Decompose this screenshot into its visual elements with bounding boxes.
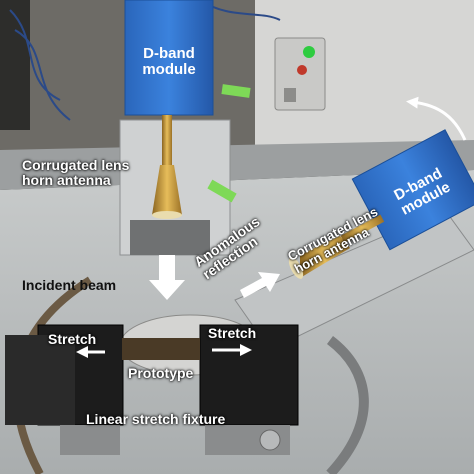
green-button-icon	[303, 46, 315, 58]
reflection-arrow-icon	[240, 272, 280, 298]
micrometer-knob-icon	[259, 429, 281, 451]
horn-left-line1: Corrugated lens	[22, 157, 130, 173]
table-edge	[0, 140, 474, 190]
horn-left-label: Corrugated lens horn antenna	[22, 158, 129, 187]
horn-antenna-right-icon	[300, 236, 350, 278]
fixture-label: Linear stretch fixture	[86, 411, 226, 427]
prototype-sample	[122, 338, 200, 360]
incident-beam-label: Incident beam	[22, 277, 117, 293]
fixture-left-plate	[5, 335, 75, 425]
module-left-line2: module	[142, 60, 196, 78]
horn-right-waveguide	[340, 214, 385, 243]
d-band-module-left	[124, 0, 214, 116]
horn-left-line2: horn antenna	[22, 171, 111, 188]
d-band-module-right	[351, 129, 474, 251]
module-left-label: D-band module	[132, 46, 206, 78]
incident-beam-arrow-icon	[149, 255, 185, 300]
module-left-line1: D-band	[143, 45, 195, 62]
dark-panel	[0, 0, 30, 130]
prototype-label: Prototype	[128, 365, 194, 381]
red-button-icon	[297, 65, 307, 75]
connector	[284, 88, 296, 102]
stretch-right-label: Stretch	[208, 325, 257, 341]
stretch-left-label: Stretch	[48, 331, 97, 347]
mount-left-base	[130, 220, 210, 255]
horn-left-waveguide	[162, 115, 172, 170]
horn-right-aperture	[288, 257, 304, 279]
green-tape-2	[207, 179, 237, 203]
fixture-left-micrometer	[60, 425, 120, 455]
horn-antenna-left-icon	[152, 165, 182, 215]
rotation-arrow-icon	[406, 96, 467, 141]
horn-left-aperture	[152, 211, 182, 219]
green-tape-1	[221, 84, 251, 98]
curved-rail-right	[326, 336, 369, 474]
